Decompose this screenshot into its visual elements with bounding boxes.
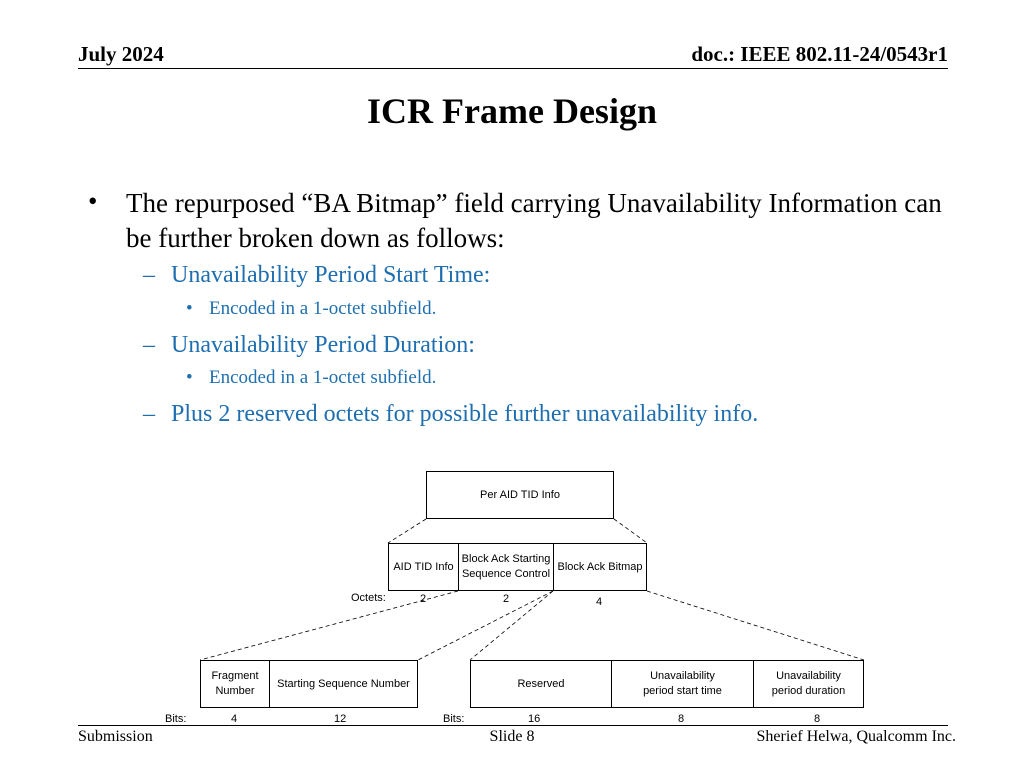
bits-label-left: Bits: (165, 713, 187, 725)
bits-start-time: 8 (678, 713, 685, 725)
header-doc-id: doc.: IEEE 802.11-24/0543r1 (691, 42, 948, 66)
dash-marker-1: – (143, 262, 155, 288)
bits-seq-number: 12 (334, 713, 347, 725)
bits-fragment: 4 (231, 713, 238, 725)
sub-item-reserved: Plus 2 reserved octets for possible furt… (171, 401, 759, 427)
sub-item-start-time: Unavailability Period Start Time: (171, 262, 491, 288)
connector-top-left (387, 518, 427, 544)
connector-bsc-right (417, 590, 554, 661)
sub-bullet-marker-2: • (186, 367, 193, 388)
main-bullet-text: The repurposed “BA Bitmap” field carryin… (126, 188, 942, 253)
sub-sub-item-start-time: Encoded in a 1-octet subfield. (209, 298, 437, 319)
footer-slide-number: Slide 8 (489, 728, 535, 745)
octets-label: Octets: (351, 592, 386, 604)
sub-bullet-marker-1: • (186, 298, 193, 319)
octets-bsc: 2 (503, 593, 510, 605)
connector-bitmap-right (646, 590, 865, 661)
header-rule (78, 68, 948, 69)
connector-bitmap-left (469, 590, 554, 661)
header-date: July 2024 (78, 42, 164, 66)
block-ack-bitmap-field: Block Ack Bitmap (553, 543, 647, 591)
octets-bitmap: 4 (596, 596, 603, 608)
footer-rule (78, 725, 948, 726)
reserved-field: Reserved (470, 660, 612, 708)
footer-submission: Submission (78, 728, 153, 745)
fragment-number-field: Fragment Number (200, 660, 270, 708)
connector-top-right (613, 518, 648, 544)
aid-tid-info-field: AID TID Info (388, 543, 459, 591)
starting-seq-number-field: Starting Sequence Number (269, 660, 418, 708)
connector-bsc-left (199, 590, 459, 661)
dash-marker-2: – (143, 332, 155, 358)
unavail-duration-field: Unavailability period duration (753, 660, 864, 708)
bits-duration: 8 (814, 713, 821, 725)
slide-title: ICR Frame Design (367, 91, 657, 131)
per-aid-tid-info-box: Per AID TID Info (426, 471, 614, 519)
sub-sub-item-duration: Encoded in a 1-octet subfield. (209, 367, 437, 388)
dash-marker-3: – (143, 401, 155, 427)
bullet-marker: • (88, 186, 98, 216)
footer-author: Sherief Helwa, Qualcomm Inc. (756, 728, 956, 745)
bits-reserved: 16 (528, 713, 541, 725)
block-ack-ssc-field: Block Ack Starting Sequence Control (458, 543, 554, 591)
unavail-start-time-field: Unavailability period start time (611, 660, 754, 708)
bits-label-right: Bits: (443, 713, 465, 725)
sub-item-duration: Unavailability Period Duration: (171, 332, 475, 358)
octets-aid-tid: 2 (420, 593, 427, 605)
